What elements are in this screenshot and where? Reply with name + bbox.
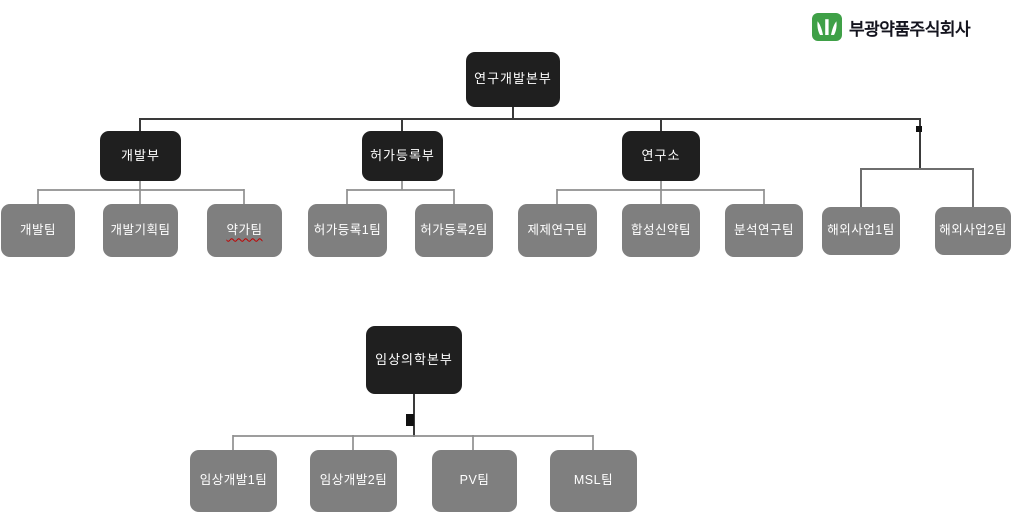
- company-name: 부광약품주식회사: [849, 19, 971, 39]
- node-label: 합성신약팀: [630, 222, 691, 237]
- node-regulatory-team-1: 허가등록1팀: [308, 204, 387, 257]
- bukwang-sprout-icon: [812, 13, 842, 41]
- node-label: 임상개발1팀: [199, 473, 268, 488]
- node-label: 임상개발2팀: [319, 473, 388, 488]
- node-clinical-dev-team-2: 임상개발2팀: [310, 450, 397, 512]
- node-msl-team: MSL팀: [550, 450, 637, 512]
- node-label: 허가등록2팀: [420, 222, 488, 237]
- collapsed-node-mark-clinical: [406, 414, 414, 426]
- node-label: 개발기획팀: [110, 222, 171, 237]
- node-label: 개발팀: [19, 222, 56, 237]
- node-label-spellchecked: 약가팀: [226, 222, 263, 237]
- node-clinical-dev-team-1: 임상개발1팀: [190, 450, 277, 512]
- company-logo: 부광약품주식회사: [812, 13, 971, 41]
- node-regulatory-team-2: 허가등록2팀: [415, 204, 493, 257]
- node-label: MSL팀: [573, 473, 614, 488]
- node-drug-pricing-team: 약가팀: [207, 204, 282, 257]
- node-regulatory-dept: 허가등록부: [362, 131, 443, 181]
- node-overseas-business-team-2: 해외사업2팀: [935, 207, 1011, 255]
- node-label: 분석연구팀: [733, 222, 794, 237]
- overseas-branch-connectors: [860, 168, 974, 207]
- node-synthetic-drug-team: 합성신약팀: [622, 204, 700, 257]
- node-label: 임상의학본부: [375, 351, 453, 367]
- node-label: 허가등록부: [370, 147, 435, 163]
- collapsed-node-mark: [916, 126, 922, 132]
- node-label: 개발부: [121, 147, 160, 163]
- node-dev-team: 개발팀: [1, 204, 75, 257]
- clinical-team-connectors: [232, 435, 594, 450]
- node-analysis-research-team: 분석연구팀: [725, 204, 803, 257]
- rnd-team-connectors: [37, 181, 765, 204]
- node-overseas-business-team-1: 해외사업1팀: [822, 207, 900, 255]
- node-label: 연구개발본부: [474, 71, 552, 87]
- node-pv-team: PV팀: [432, 450, 517, 512]
- node-label: 해외사업1팀: [827, 223, 895, 238]
- node-development-dept: 개발부: [100, 131, 181, 181]
- node-label: PV팀: [459, 473, 490, 488]
- rnd-main-connectors: [139, 107, 921, 170]
- node-dev-planning-team: 개발기획팀: [103, 204, 178, 257]
- node-label: 해외사업2팀: [939, 223, 1007, 238]
- node-clinical-medicine-headquarters: 임상의학본부: [366, 326, 462, 394]
- node-rnd-headquarters: 연구개발본부: [466, 52, 560, 107]
- node-research-institute: 연구소: [622, 131, 700, 181]
- node-label: 제제연구팀: [527, 222, 588, 237]
- node-label: 허가등록1팀: [313, 222, 382, 237]
- node-label: 연구소: [641, 147, 681, 163]
- node-formulation-research-team: 제제연구팀: [518, 204, 597, 257]
